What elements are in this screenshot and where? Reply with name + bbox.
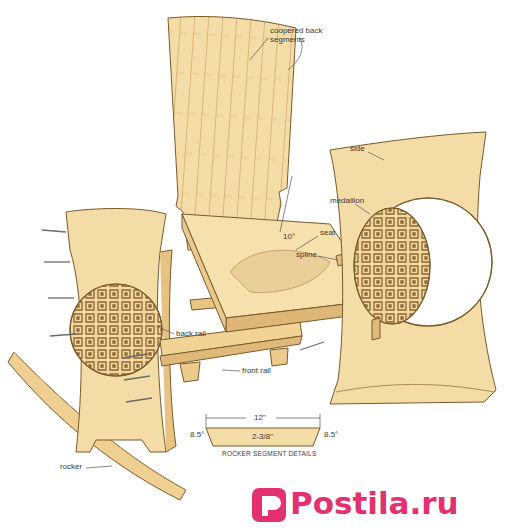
watermark-icon — [252, 488, 286, 522]
angle-dimension: 10° — [283, 232, 295, 241]
part-label: rocker — [60, 462, 82, 471]
part-label: back rail — [176, 329, 206, 338]
watermark: Postila.ru — [290, 486, 459, 522]
dimension-label: 2-3/8" — [252, 432, 273, 441]
part-label: front rail — [242, 366, 271, 375]
detail-caption: ROCKER SEGMENT DETAILS — [222, 450, 316, 457]
part-label: side — [350, 144, 365, 153]
part-label: spline — [296, 250, 317, 259]
angle-dimension: 8.5° — [324, 430, 338, 439]
part-label: coopered back segments — [270, 26, 328, 44]
part-label: medallion — [330, 196, 364, 205]
angle-dimension: 8.5° — [190, 430, 204, 439]
dimension-label: 12" — [254, 413, 266, 422]
part-label: seat — [320, 228, 335, 237]
